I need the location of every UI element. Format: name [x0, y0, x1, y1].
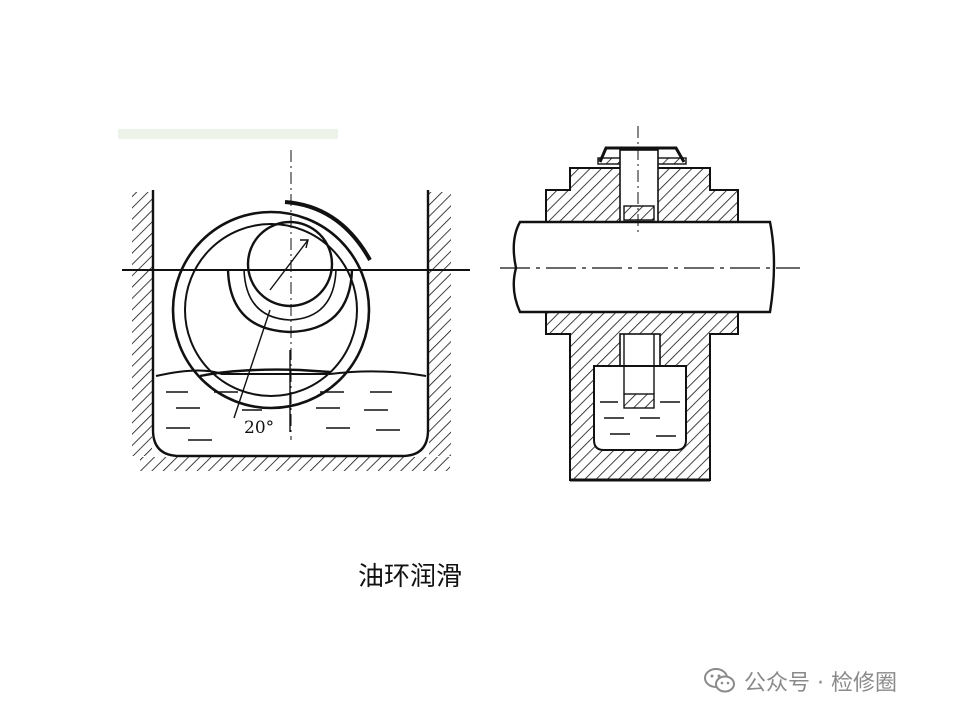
left-view: [122, 150, 470, 471]
oil-ring-inner: [184, 223, 358, 397]
ring-section: [623, 393, 655, 409]
shaft-circle: [246, 220, 334, 308]
right-wall-hatch: [429, 192, 451, 456]
chamber-oil-lines: [600, 401, 680, 437]
shaft-rotation-arrow: [269, 239, 309, 291]
top-strip: [118, 129, 338, 139]
oil-wedge: [199, 368, 331, 378]
bearing-shell-inner: [243, 269, 337, 321]
left-wall-hatch: [132, 192, 152, 456]
shaft: [512, 220, 776, 314]
oil-lines: [166, 391, 400, 441]
wechat-icon: [704, 668, 735, 693]
oil-cap: [598, 146, 686, 163]
watermark: 公众号 · 检修圈: [704, 666, 897, 696]
bearing-shell: [226, 269, 354, 334]
watermark-text: 公众号 · 检修圈: [744, 671, 897, 696]
diagram-caption: 油环润滑: [357, 562, 462, 592]
bottom-wall-hatch: [140, 457, 450, 471]
oil-sump-wall: [151, 190, 430, 458]
oil-ring-outer: [171, 210, 371, 410]
right-view: [500, 126, 800, 482]
angle-label: 20°: [244, 418, 274, 438]
angle-line: [233, 309, 271, 419]
ring-top-section: [623, 205, 655, 221]
oil-surface: [155, 369, 427, 377]
shaft-arrow-head: [300, 239, 309, 249]
oil-ring-thickness: [284, 200, 372, 261]
